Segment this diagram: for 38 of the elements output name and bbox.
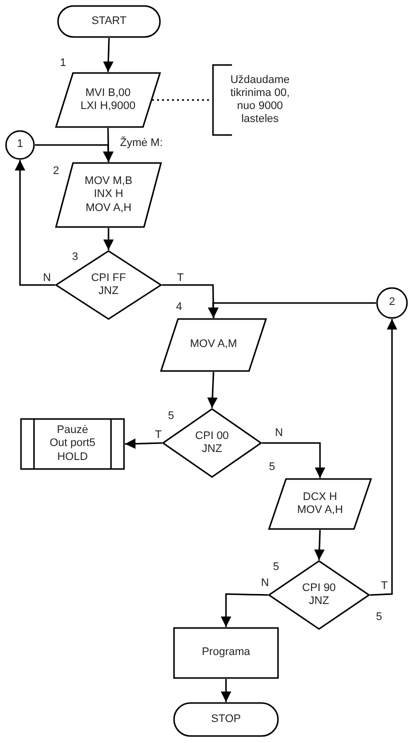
arrow [103,38,114,72]
arrow [35,144,114,162]
io-parallelogram: MOV A,M [160,318,267,372]
io-parallelogram: MVI B,00 LXI H,9000 [55,72,161,128]
edge-label: N [274,428,284,439]
arrow [207,372,218,408]
arrow [262,442,326,478]
edge-label: N [260,578,270,589]
io-parallelogram: DCX H MOV A,H [268,478,372,530]
annotation-bracket: Uždaudame tikrinima 00, nuo 9000 lasteles [212,64,304,136]
subroutine-box: Pauzė Out port5 HOLD [20,418,125,470]
arrow [370,319,398,596]
edge-label: T [154,430,163,441]
step-number: 3 [72,252,78,263]
process-box: Programa [173,627,279,679]
arrow [124,438,162,449]
arrow [220,679,232,702]
arrow [14,160,55,286]
terminal-box: STOP [173,702,279,737]
marker-label: Žymė M: [120,138,163,149]
step-number: 5 [273,562,280,573]
step-number: 2 [53,166,60,177]
arrow [220,593,268,627]
step-number: 1 [60,58,66,69]
arrow [103,228,114,250]
step-number: 5 [269,462,276,473]
step-number: 4 [176,302,182,313]
arrow [314,530,325,560]
dotted-connector [152,99,212,101]
connector-circle: 1 [5,130,35,160]
arrow [208,302,376,318]
terminal-box: START [57,5,161,38]
edge-label: T [380,581,389,592]
edge-label: N [42,273,52,284]
connector-circle: 2 [376,287,408,319]
edge-label: T [176,273,185,284]
step-number: 5 [168,411,174,422]
step-number: 5 [376,612,382,623]
